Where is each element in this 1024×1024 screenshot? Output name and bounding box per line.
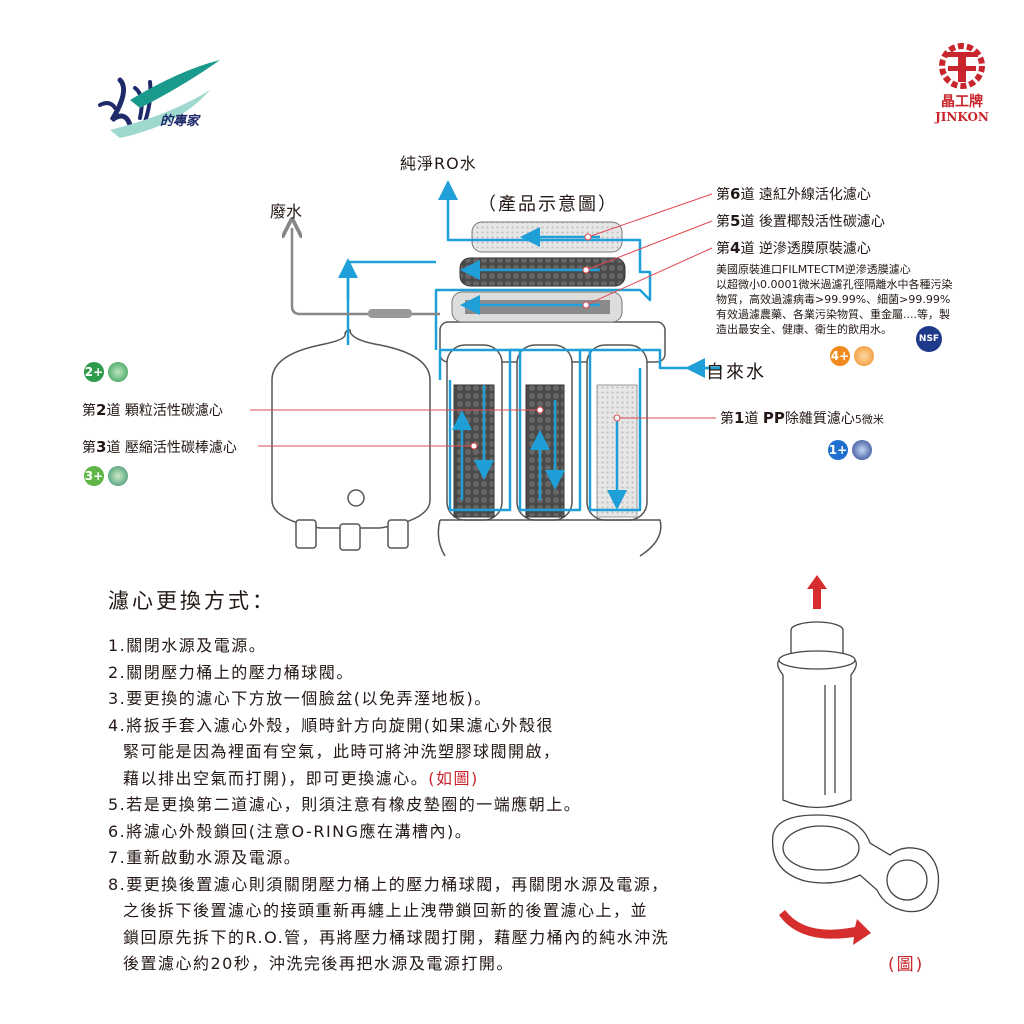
step-line: 6.將濾心外殼鎖回(注意O-RING應在溝槽內)。 <box>108 821 473 841</box>
step-line: 3.要更換的濾心下方放一個臉盆(以免弄溼地板)。 <box>108 689 492 708</box>
gear-icon <box>939 43 985 89</box>
step-line: 藉以排出空氣而打開)，即可更換濾心。(如圖) <box>123 768 479 788</box>
step-line: 緊可能是因為裡面有空氣，此時可將沖洗塑膠球閥開啟， <box>123 742 561 761</box>
step-line: 4.將扳手套入濾心外殼，順時針方向旋開(如果濾心外殼很 <box>108 715 555 735</box>
stage4-description: 美國原裝進口FILMTECTM逆滲透膜濾心 以超微小0.0001微米過濾孔徑隔離… <box>716 263 953 336</box>
green-filter-icon <box>108 466 128 486</box>
up-arrow-icon <box>807 575 827 609</box>
callout-lines <box>250 193 716 447</box>
filter-stage2-cartridge <box>453 384 495 518</box>
stage4-badge: 4+ <box>830 346 874 366</box>
pure-water-label: 純淨RO水 <box>400 154 477 173</box>
step-line: 鎖回原先拆下的R.O.管，再將壓力桶球閥打開，藉壓力桶內的純水沖洗 <box>123 927 670 947</box>
stage1-label: 第1道 PP除雜質濾心5微米 <box>720 409 884 427</box>
instructions-title: 濾心更換方式： <box>108 589 276 613</box>
water-logo-text: 的專家 <box>160 114 200 129</box>
figure-caption: (圖) <box>888 955 925 975</box>
green-filter-icon <box>108 362 128 382</box>
orange-filter-icon <box>854 346 874 366</box>
jinkon-logo: 晶工牌 JINKON <box>922 40 1002 130</box>
tap-water-label: 自來水 <box>706 362 766 383</box>
filter-stage5-cartridge <box>459 257 626 287</box>
waste-water-line <box>292 228 440 316</box>
stage2-badge: 2+ <box>84 362 128 382</box>
rotate-arrow-icon <box>779 910 871 945</box>
see-figure-note: (如圖) <box>428 768 479 788</box>
nsf-logo: NSF <box>916 326 942 352</box>
stage6-label: 第6道 遠紅外線活化濾心 <box>716 185 871 203</box>
water-flow-lines <box>338 180 688 512</box>
stage3-label: 第3道 壓縮活性碳棒濾心 <box>82 438 237 456</box>
step-line: 2.關閉壓力桶上的壓力桶球閥。 <box>108 662 354 682</box>
stage3-badge: 3+ <box>84 466 128 486</box>
jinkon-cn: 晶工牌 <box>941 94 983 110</box>
ro-system-diagram <box>250 180 722 557</box>
step-line: 1.關閉水源及電源。 <box>108 636 267 655</box>
stage2-label: 第2道 顆粒活性碳濾心 <box>82 401 223 419</box>
step-line: 之後拆下後置濾心的接頭重新再纏上止洩帶鎖回新的後置濾心上，並 <box>123 901 649 920</box>
filter-replacement-instructions: 濾心更換方式： 1.關閉水源及電源。 2.關閉壓力桶上的壓力桶球閥。 3.要更換… <box>108 585 768 978</box>
stage4-label: 第4道 逆滲透膜原裝濾心 <box>716 239 871 257</box>
step-line: 7.重新啟動水源及電源。 <box>108 848 302 867</box>
product-diagram-caption: （產品示意圖） <box>478 194 618 215</box>
jinkon-en: JINKON <box>935 110 989 124</box>
blue-filter-icon <box>852 440 872 460</box>
water-expert-logo: 的專家 <box>90 60 230 150</box>
filter-stage3-cartridge <box>525 384 565 518</box>
waste-water-label: 廢水 <box>270 202 303 221</box>
stage1-badge: 1+ <box>828 440 872 460</box>
wrench-illustration <box>771 575 940 945</box>
stage5-label: 第5道 後置椰殼活性碳濾心 <box>716 212 885 230</box>
step-line: 5.若是更換第二道濾心，則須注意有橡皮墊圈的一端應朝上。 <box>108 795 582 814</box>
step-line: 8.要更換後置濾心則須關閉壓力桶上的壓力桶球閥，再關閉水源及電源， <box>108 874 669 894</box>
pressure-tank <box>271 329 431 551</box>
step-line: 後置濾心約20秒，沖洗完後再把水源及電源打開。 <box>123 954 514 973</box>
